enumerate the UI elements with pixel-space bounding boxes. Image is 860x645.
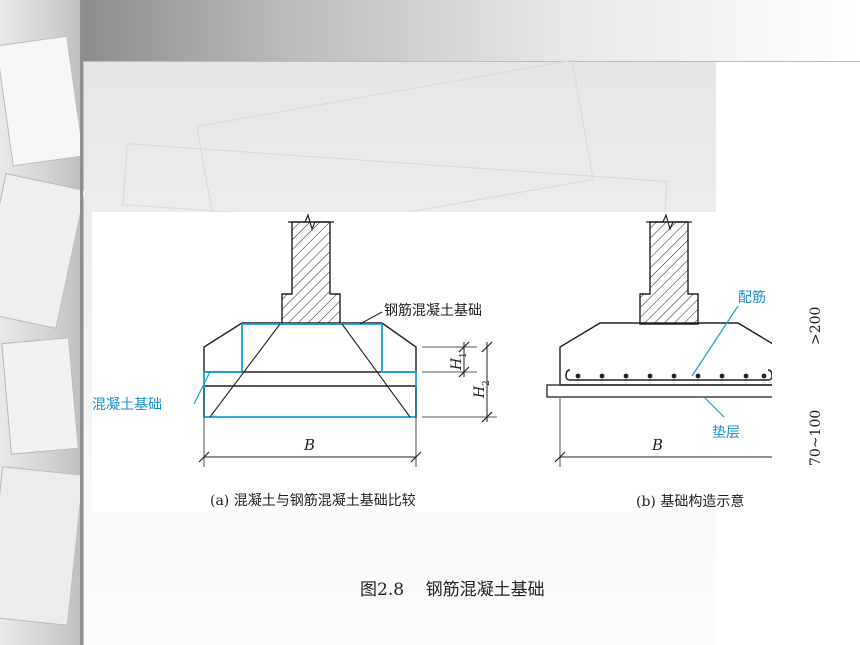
subfigure-a: B H 1 H 2 钢筋混凝土基础 混凝土基础 (a) 混凝土 — [92, 213, 497, 509]
h2-subscript: 2 — [482, 380, 492, 386]
width-label-b: B — [651, 436, 663, 454]
dim-tick — [198, 451, 210, 463]
width-label-a: B — [303, 436, 315, 454]
caption-b: (b) 基础构造示意 — [636, 494, 745, 510]
dim-bottom-label-box: 70~100 — [808, 392, 838, 472]
title-band-divider — [83, 61, 860, 62]
reinforcement-label: 配筋 — [738, 289, 766, 306]
decorative-paper — [0, 466, 84, 626]
decorative-paper — [1, 337, 79, 455]
dim-bottom-label: 70~100 — [808, 409, 824, 466]
figure-panel: B H 1 H 2 钢筋混凝土基础 混凝土基础 (a) 混凝土 — [92, 212, 772, 512]
dim-tick — [481, 341, 493, 353]
leader-rc-foundation — [359, 311, 383, 325]
title-band — [83, 0, 860, 62]
dim-tick — [458, 341, 470, 353]
rebar-dots — [575, 373, 767, 379]
dim-top-label: >200 — [808, 306, 824, 345]
cushion-layer — [546, 384, 772, 398]
dim-tick — [554, 451, 566, 463]
rigid-angle-line-left — [209, 323, 281, 418]
dim-tick — [410, 451, 422, 463]
decorative-side-strip — [0, 0, 84, 645]
concrete-foundation-outline — [203, 323, 417, 418]
h2-label: H — [472, 385, 488, 399]
caption-a: (a) 混凝土与钢筋混凝土基础比较 — [210, 492, 416, 509]
decorative-paper — [0, 35, 84, 167]
figure-caption: 图2.8 钢筋混凝土基础 — [360, 580, 545, 600]
break-line-a — [288, 213, 334, 231]
cushion-label: 垫层 — [712, 425, 740, 441]
leader-concrete-foundation — [193, 371, 211, 405]
wall-column-b — [639, 221, 699, 325]
wall-column-a — [281, 221, 341, 325]
subfigure-b: 配筋 垫层 B — [546, 213, 772, 467]
foundation-diagram: B H 1 H 2 钢筋混凝土基础 混凝土基础 (a) 混凝土 — [92, 213, 772, 509]
rc-foundation-label: 钢筋混凝土基础 — [384, 302, 482, 319]
decorative-paper — [0, 173, 84, 329]
h1-label: H — [449, 357, 465, 371]
dim-top-label-box: >200 — [808, 297, 838, 357]
rc-footing-outline — [203, 322, 417, 373]
rigid-angle-line-right — [341, 323, 411, 418]
dim-tick — [481, 411, 493, 423]
reinforcement-bar — [565, 369, 772, 381]
dim-tick — [458, 366, 470, 378]
leader-reinforcement — [691, 305, 739, 377]
break-line-b — [646, 213, 692, 231]
h1-subscript: 1 — [459, 352, 469, 358]
side-strip-edge — [80, 0, 83, 645]
leader-cushion — [703, 396, 725, 418]
concrete-foundation-label: 混凝土基础 — [92, 396, 162, 413]
footing-body-b — [559, 322, 772, 386]
